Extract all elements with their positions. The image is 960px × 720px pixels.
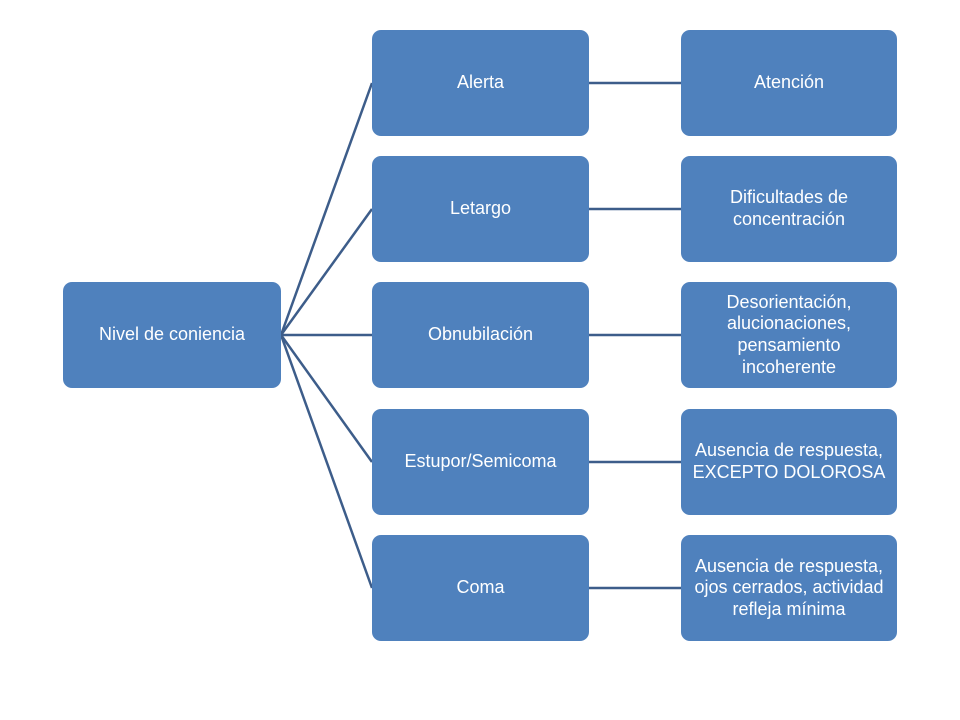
description-node-label: Ausencia de respuesta, EXCEPTO DOLOROSA <box>692 440 886 482</box>
description-node-label: Dificultades de concentración <box>729 187 849 229</box>
level-node-label: Coma <box>456 577 505 598</box>
root-node-label: Nivel de coniencia <box>98 324 246 345</box>
description-node-obnubilacion: Desorientación, alucionaciones, pensamie… <box>681 282 897 388</box>
level-node-letargo: Letargo <box>372 156 589 262</box>
description-node-letargo: Dificultades de concentración <box>681 156 897 262</box>
level-node-obnubilacion: Obnubilación <box>372 282 589 388</box>
level-node-alerta: Alerta <box>372 30 589 136</box>
level-node-label: Alerta <box>456 72 505 93</box>
description-node-alerta: Atención <box>681 30 897 136</box>
description-node-label: Atención <box>753 72 825 93</box>
level-node-estupor-semicoma: Estupor/Semicoma <box>372 409 589 515</box>
description-node-coma: Ausencia de respuesta, ojos cerrados, ac… <box>681 535 897 641</box>
connector-root-coma <box>279 334 374 589</box>
level-node-coma: Coma <box>372 535 589 641</box>
description-node-label: Ausencia de respuesta, ojos cerrados, ac… <box>694 555 884 619</box>
connector-root-estupor <box>279 334 374 463</box>
description-node-estupor-semicoma: Ausencia de respuesta, EXCEPTO DOLOROSA <box>681 409 897 515</box>
connector-root-letargo <box>279 208 374 336</box>
root-node: Nivel de coniencia <box>63 282 281 388</box>
level-node-label: Estupor/Semicoma <box>404 451 557 472</box>
level-node-label: Letargo <box>449 198 512 219</box>
description-node-label: Desorientación, alucionaciones, pensamie… <box>726 291 852 377</box>
connector-root-alerta <box>279 82 374 336</box>
level-node-label: Obnubilación <box>427 324 534 345</box>
